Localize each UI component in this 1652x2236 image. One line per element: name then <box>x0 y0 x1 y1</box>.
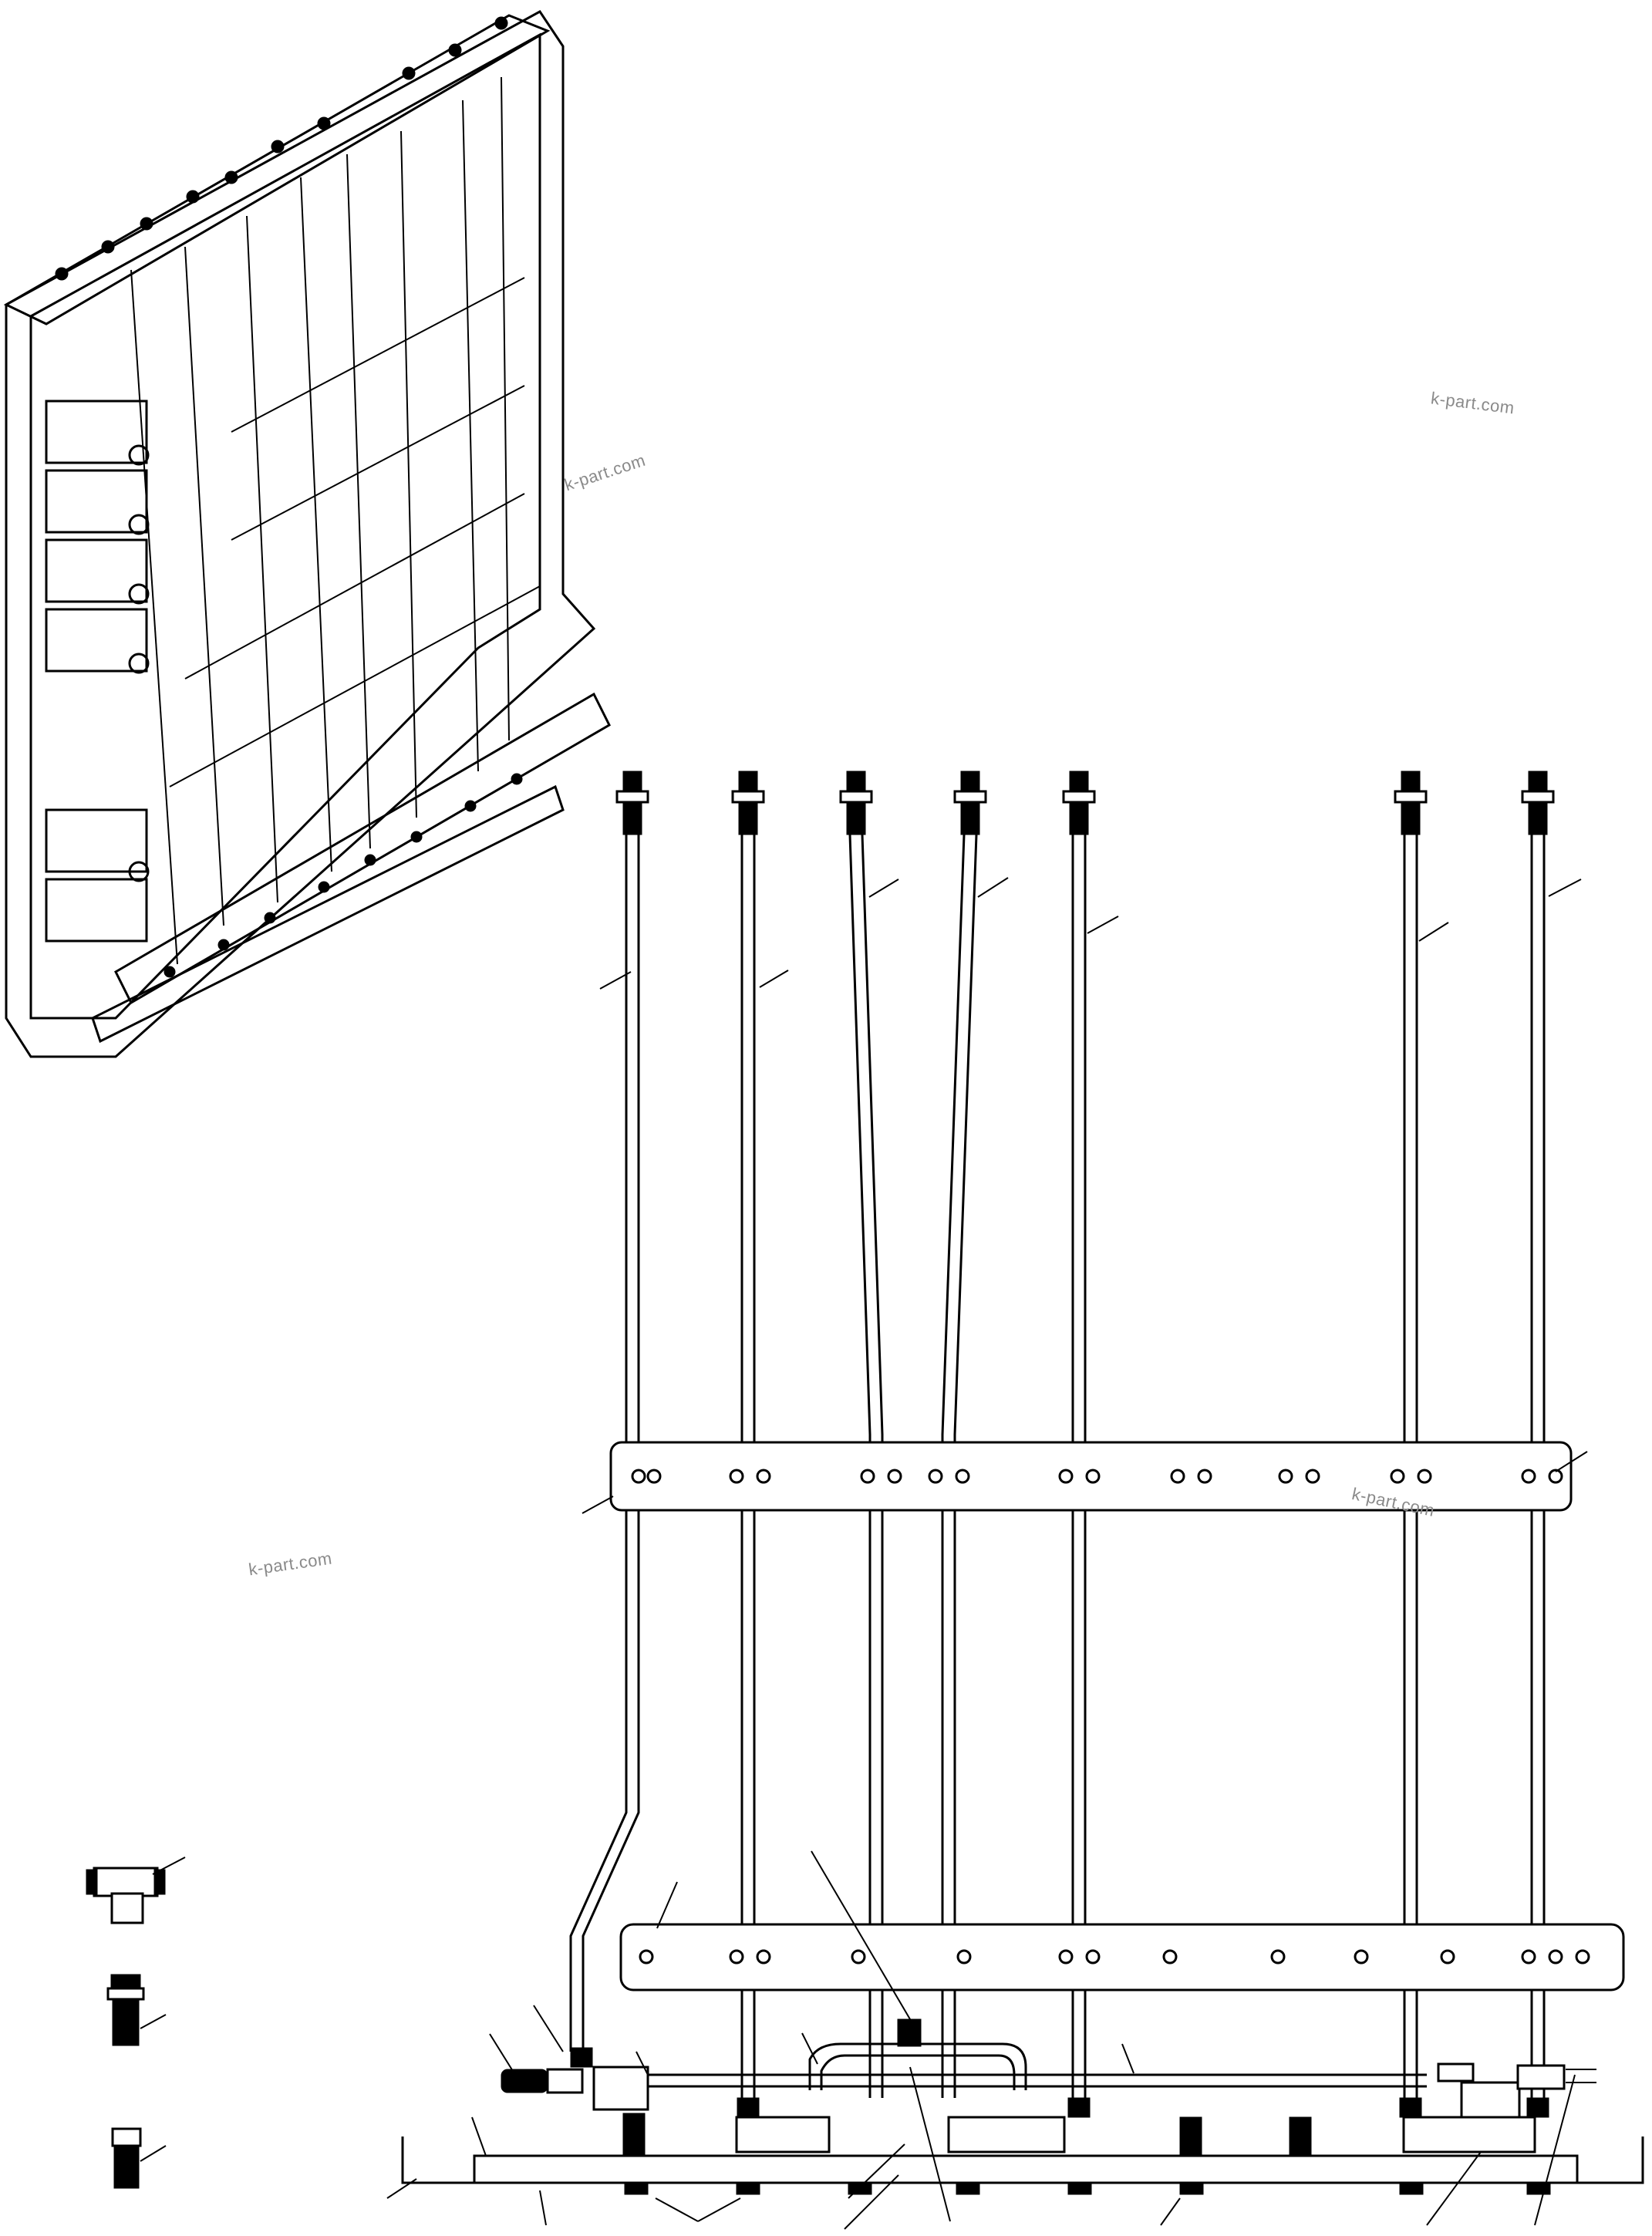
top-fittings <box>615 771 1555 835</box>
upper-clamp-plate <box>609 1441 1573 1512</box>
bottom-manifold <box>401 2018 1644 2195</box>
tee-fitting <box>86 1857 186 1924</box>
piping-exploded-view <box>386 771 1644 2230</box>
adapter-fitting <box>106 1974 167 2046</box>
valve-assembly-overview <box>3 10 611 1058</box>
leader-lines <box>386 877 1588 2230</box>
loose-parts <box>86 1857 186 2189</box>
plug-fitting <box>111 2127 167 2189</box>
lower-clamp-plate <box>619 1923 1625 1991</box>
